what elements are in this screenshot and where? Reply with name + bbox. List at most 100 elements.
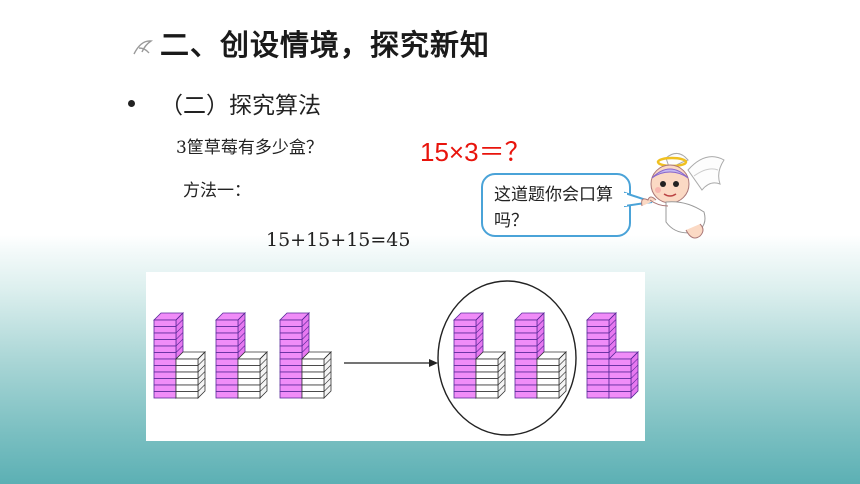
group6-tall-stack-box [586, 358, 610, 366]
group5-tall-stack-box [514, 391, 538, 399]
group3-short-stack-box [301, 371, 325, 379]
group1-tall-stack-box-edge [175, 312, 184, 321]
group6-short-stack-box [608, 358, 632, 366]
group2-tall-stack-box [215, 391, 239, 399]
bullet-icon [128, 100, 135, 107]
group2-short-stack-box-edge [259, 358, 268, 366]
group2-tall-stack-box [215, 326, 239, 334]
group1-tall-stack-box [153, 384, 177, 392]
group1-tall-stack-box-edge [175, 319, 184, 327]
group5-short-stack-box [536, 371, 560, 379]
group2-tall-stack-box [215, 339, 239, 347]
slide-title: 二、创设情境，探究新知 [160, 28, 491, 62]
group1-tall-stack-box [153, 391, 177, 399]
group3-short-stack-box-edge [323, 384, 332, 392]
group6-tall-stack-box [586, 326, 610, 334]
group2-short-stack-box [237, 358, 261, 366]
group2-tall-stack-box-edge [237, 319, 246, 327]
group1-short-stack-box-edge [197, 377, 206, 386]
group1-short-stack-box-edge [197, 371, 206, 379]
group4-short-stack-box [475, 365, 499, 373]
title-decoration-icon [133, 40, 154, 55]
group6-tall-stack-box [586, 319, 610, 327]
group3-short-stack-box-edge [323, 371, 332, 379]
group3-tall-stack-box [279, 378, 303, 386]
group3-short-stack-box [301, 365, 325, 373]
group4-tall-stack-box [453, 345, 477, 353]
strawberry-boxes-figure [146, 272, 645, 441]
group3-short-stack-box-edge [323, 377, 332, 386]
group3-tall-stack-box-edge [301, 332, 310, 340]
group2-short-stack-box [237, 371, 261, 379]
group2-short-stack-box [237, 391, 261, 399]
group5-tall-stack-box [514, 371, 538, 379]
group3-tall-stack-box [279, 345, 303, 353]
group3-tall-stack-box-edge [301, 325, 310, 334]
group1-tall-stack-box [153, 326, 177, 334]
group6-tall-stack-box [586, 391, 610, 399]
group4-tall-stack-box [453, 378, 477, 386]
grouping-circle [437, 280, 577, 436]
group4-tall-stack-box [453, 371, 477, 379]
group1-short-stack-box [175, 365, 199, 373]
group5-short-stack-box-edge [558, 384, 567, 392]
group3-short-stack-box [301, 384, 325, 392]
group4-tall-stack-box [453, 365, 477, 373]
group5-tall-stack-box [514, 326, 538, 334]
group6-short-stack-box-edge [630, 364, 639, 373]
group1-short-stack-box-edge [197, 384, 206, 392]
group6-tall-stack-box-edge [608, 319, 617, 327]
group4-short-stack-box [475, 378, 499, 386]
group4-tall-stack-box-edge [475, 319, 484, 327]
group2-tall-stack-box-edge [237, 312, 246, 321]
group5-short-stack-box-edge [558, 377, 567, 386]
group1-short-stack-box [175, 371, 199, 379]
group4-tall-stack-box-edge [475, 325, 484, 334]
group1-short-stack-box [175, 378, 199, 386]
group6-short-stack-box-edge [630, 377, 639, 386]
group4-short-stack-box [475, 384, 499, 392]
group1-short-stack-box-edge [197, 351, 206, 360]
speech-bubble-text: 这道题你会口算吗？ [494, 185, 613, 231]
group5-short-stack-box-edge [558, 358, 567, 366]
group6-short-stack-box-edge [630, 358, 639, 366]
group4-short-stack-box [475, 371, 499, 379]
group6-tall-stack-box [586, 371, 610, 379]
group2-short-stack-box-edge [259, 364, 268, 373]
group5-short-stack-box [536, 391, 560, 399]
group3-tall-stack-box [279, 319, 303, 327]
group1-tall-stack-box [153, 345, 177, 353]
group1-tall-stack-box [153, 352, 177, 360]
group3-tall-stack-box [279, 326, 303, 334]
group6-tall-stack-box [586, 378, 610, 386]
group5-tall-stack-box-edge [536, 312, 545, 321]
group2-tall-stack-box [215, 365, 239, 373]
group3-tall-stack-box [279, 371, 303, 379]
speech-bubble [481, 173, 631, 237]
group1-tall-stack-box-edge [175, 332, 184, 340]
group5-tall-stack-box-edge [536, 332, 545, 340]
group1-tall-stack-box [153, 319, 177, 327]
method-label: 方法一： [183, 181, 251, 201]
group3-tall-stack-box-edge [301, 312, 310, 321]
group4-short-stack-box-edge [497, 351, 506, 360]
group6-tall-stack-box-edge [608, 345, 617, 353]
group2-tall-stack-box [215, 319, 239, 327]
group5-short-stack-box-edge [558, 351, 567, 360]
group4-tall-stack-box [453, 391, 477, 399]
group3-short-stack-box-edge [323, 351, 332, 360]
group6-short-stack-box [608, 384, 632, 392]
section-subheading: （二）探究算法 [160, 93, 321, 119]
group3-tall-stack-box [279, 391, 303, 399]
group3-tall-stack-box [279, 384, 303, 392]
box-stacks-diagram [153, 280, 639, 436]
group5-short-stack-box [536, 378, 560, 386]
group4-tall-stack-box [453, 352, 477, 360]
group5-short-stack-box-edge [558, 364, 567, 373]
group2-tall-stack-box-edge [237, 338, 246, 347]
problem-question: 3筐草莓有多少盒？ [176, 138, 323, 158]
group6-short-stack-box [608, 371, 632, 379]
group2-tall-stack-box [215, 371, 239, 379]
group5-short-stack-box-edge [558, 371, 567, 379]
group3-tall-stack-box [279, 352, 303, 360]
